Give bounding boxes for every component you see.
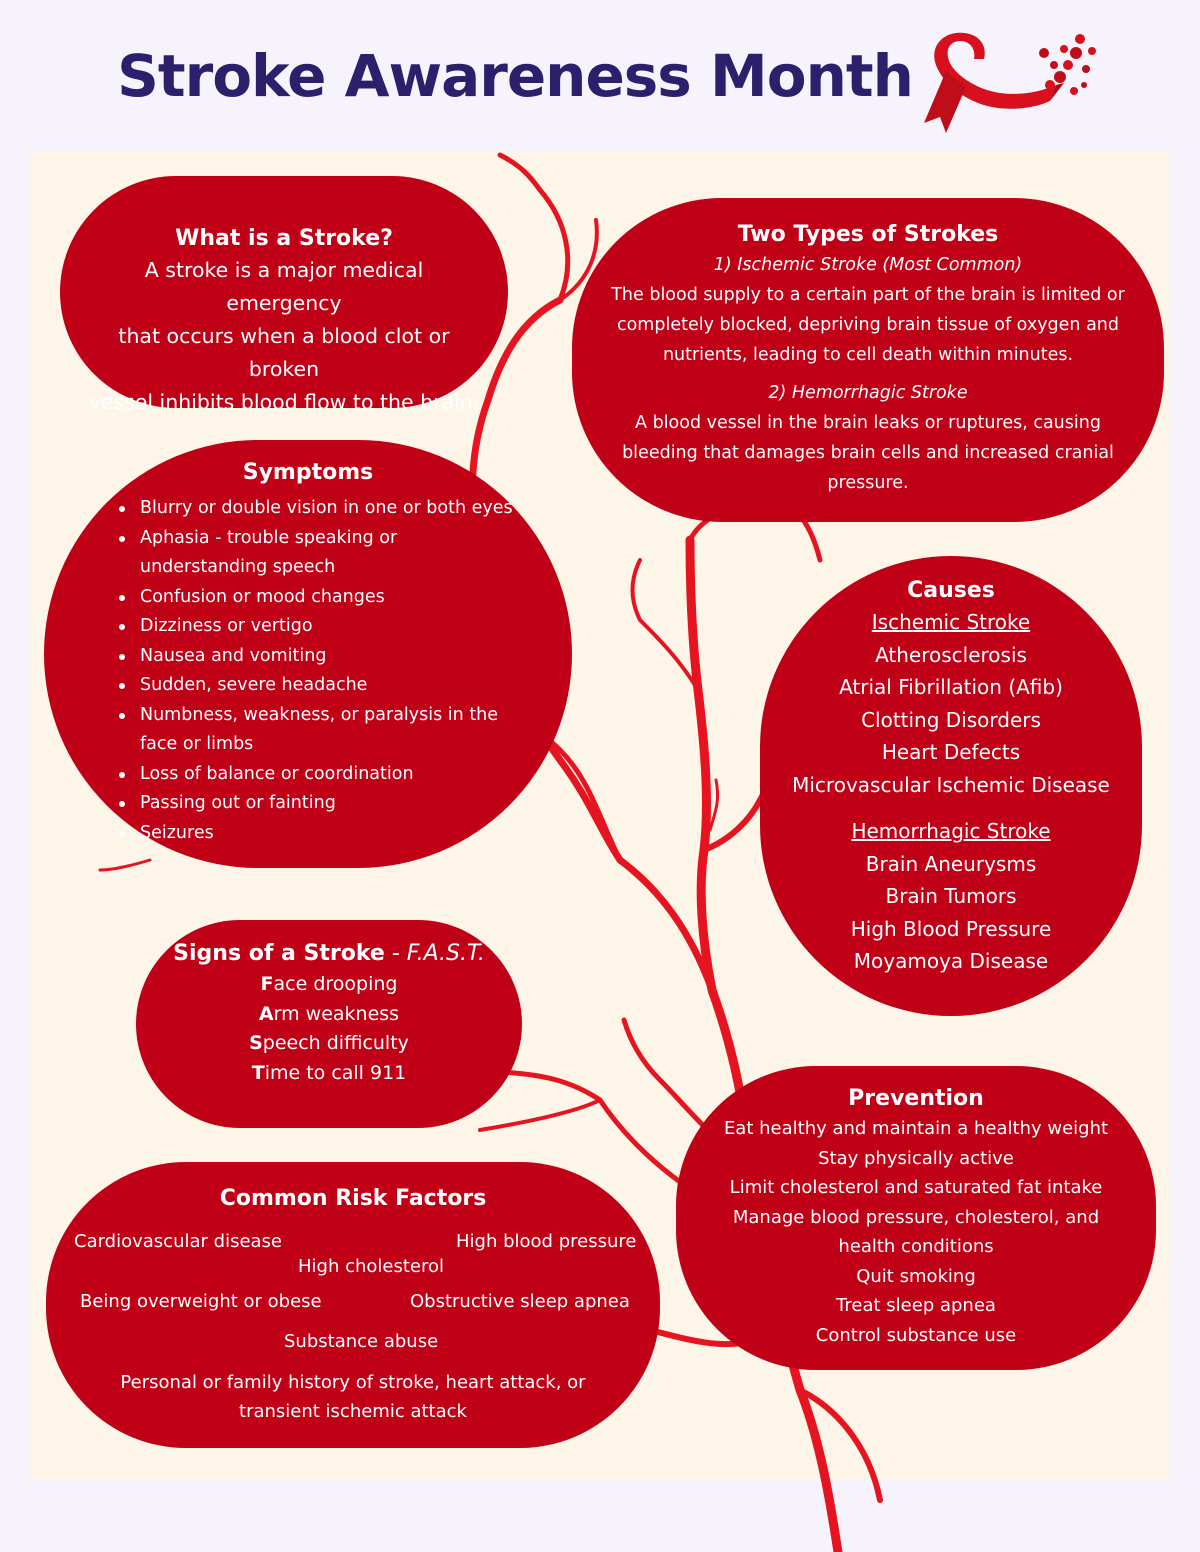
hemorrhagic-causes-heading: Hemorrhagic Stroke (851, 819, 1051, 843)
prevention-item: Quit smoking (856, 1265, 976, 1287)
causes-card: Causes Ischemic Stroke Atherosclerosis A… (760, 556, 1142, 1016)
symptom-item: Nausea and vomiting (119, 642, 572, 672)
risk-factor-item: High cholesterol (298, 1256, 445, 1277)
hemorrhagic-text: pressure. (827, 473, 909, 493)
risk-factors-heading: Common Risk Factors (219, 1186, 487, 1211)
symptom-item: Sudden, severe headache (119, 671, 572, 701)
red-awareness-ribbon-icon (924, 32, 1096, 133)
ischemic-text: The blood supply to a certain part of th… (611, 285, 1125, 305)
ischemic-causes-heading: Ischemic Stroke (871, 610, 1031, 634)
cause-item: Brain Tumors (885, 884, 1017, 908)
ischemic-text: completely blocked, depriving brain tiss… (616, 315, 1120, 335)
prevention-card: Prevention Eat healthy and maintain a he… (676, 1066, 1156, 1370)
prevention-item: Limit cholesterol and saturated fat inta… (729, 1177, 1103, 1198)
cause-item: Brain Aneurysms (865, 851, 1037, 876)
prevention-item: Manage blood pressure, cholesterol, and (732, 1206, 1100, 1228)
hemorrhagic-text: A blood vessel in the brain leaks or rup… (635, 413, 1101, 433)
what-is-stroke-line: vessel inhibits blood flow to the brain. (88, 390, 480, 414)
prevention-item: Eat healthy and maintain a healthy weigh… (723, 1118, 1109, 1139)
prevention-item: Control substance use (815, 1324, 1017, 1346)
symptom-item: Blurry or double vision in one or both e… (119, 494, 572, 524)
what-is-stroke-line: A stroke is a major medical emergency (144, 258, 424, 315)
symptoms-card: Symptoms Blurry or double vision in one … (44, 440, 572, 868)
cause-item: Microvascular Ischemic Disease (792, 772, 1110, 797)
ischemic-text: nutrients, leading to cell death within … (662, 345, 1074, 365)
symptoms-list: Blurry or double vision in one or both e… (44, 494, 572, 848)
cause-item: Moyamoya Disease (853, 949, 1049, 973)
prevention-item: health conditions (838, 1236, 994, 1257)
cause-item: Atherosclerosis (875, 642, 1027, 667)
fast-line: Speech difficulty (249, 1032, 409, 1054)
fast-line: Arm weakness (258, 1002, 400, 1025)
risk-factor-item: Cardiovascular disease (74, 1231, 283, 1252)
hemorrhagic-label: 2) Hemorrhagic Stroke (768, 383, 968, 403)
prevention-item: Treat sleep apnea (836, 1295, 996, 1316)
cause-item: High Blood Pressure (850, 916, 1052, 941)
symptom-item: Loss of balance or coordination (119, 760, 572, 790)
prevention-heading: Prevention (848, 1086, 984, 1111)
fast-heading: Signs of a Stroke - F.A.S.T. (173, 941, 485, 966)
prevention-item: Stay physically active (818, 1147, 1014, 1169)
stroke-types-heading: Two Types of Strokes (737, 222, 999, 247)
what-is-stroke-card: What is a Stroke? A stroke is a major me… (60, 176, 508, 414)
fast-line: Time to call 911 (251, 1061, 407, 1084)
symptom-item: Seizures (119, 819, 572, 849)
symptom-item: Dizziness or vertigo (119, 612, 572, 642)
risk-factor-item: High blood pressure (456, 1231, 637, 1252)
symptoms-heading: Symptoms (242, 460, 374, 485)
causes-heading: Causes (907, 578, 995, 603)
cause-item: Heart Defects (881, 740, 1021, 764)
cause-item: Atrial Fibrillation (Afib) (839, 675, 1063, 699)
symptom-item: Passing out or fainting (119, 789, 572, 819)
what-is-stroke-heading: What is a Stroke? (175, 226, 393, 251)
risk-factors-card: Common Risk Factors Cardiovascular disea… (46, 1162, 660, 1448)
risk-factor-item: Personal or family history of stroke, he… (120, 1372, 586, 1422)
hemorrhagic-text: bleeding that damages brain cells and in… (622, 443, 1114, 463)
stroke-types-card: Two Types of Strokes 1) Ischemic Stroke … (572, 198, 1164, 522)
what-is-stroke-line: that occurs when a blood clot or broken (118, 324, 450, 381)
risk-factor-item: Being overweight or obese (80, 1291, 322, 1312)
fast-signs-card: Signs of a Stroke - F.A.S.T. Face droopi… (136, 920, 522, 1128)
fast-line: Face drooping (260, 973, 398, 995)
cause-item: Clotting Disorders (861, 707, 1041, 732)
ischemic-label: 1) Ischemic Stroke (Most Common) (713, 255, 1023, 275)
page-title: Stroke Awareness Month (117, 42, 914, 110)
risk-factor-item: Substance abuse (284, 1331, 439, 1352)
symptom-item: Confusion or mood changes (119, 583, 572, 613)
risk-factor-item: Obstructive sleep apnea (410, 1291, 630, 1312)
